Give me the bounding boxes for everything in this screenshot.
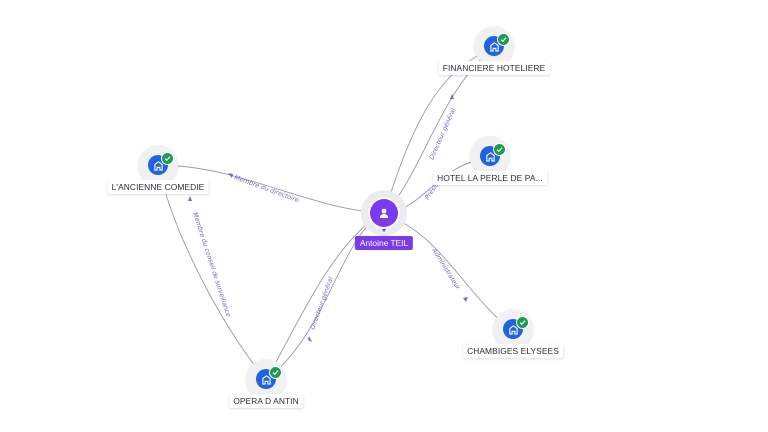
edge-label-chambiges: Administrateur — [430, 246, 462, 291]
edge-label-opera: Directeur général — [308, 276, 335, 331]
verified-check-icon — [493, 143, 506, 156]
pin-tip — [379, 225, 389, 232]
edge-label-comedie: Membre du directoire — [233, 173, 300, 204]
edge-label-opera-comedie: Membre du conseil de surveillance — [191, 211, 232, 318]
company-label[interactable]: HOTEL LA PERLE DE PA... — [433, 171, 547, 185]
person-label[interactable]: Antoine TEIL — [354, 236, 414, 250]
edge-arrow — [228, 173, 233, 178]
company-label[interactable]: FINANCIERE HOTELIERE — [438, 61, 550, 75]
edge-arrow — [463, 297, 468, 302]
verified-check-icon — [161, 152, 174, 165]
person-icon — [370, 199, 398, 227]
verified-check-icon — [497, 33, 510, 46]
company-label[interactable]: L'ANCIENNE COMEDIE — [107, 180, 209, 194]
company-label[interactable]: CHAMBIGES ELYSEES — [463, 344, 563, 358]
edge-arrow — [188, 196, 192, 201]
edge-comedie — [157, 164, 385, 214]
company-label[interactable]: OPERA D ANTIN — [229, 394, 303, 408]
verified-check-icon — [269, 366, 282, 379]
edge-financiere — [383, 49, 493, 214]
edge-arrow — [450, 94, 454, 99]
edge-arrow — [308, 336, 312, 342]
verified-check-icon — [516, 316, 529, 329]
edge-opera-return — [265, 216, 377, 381]
